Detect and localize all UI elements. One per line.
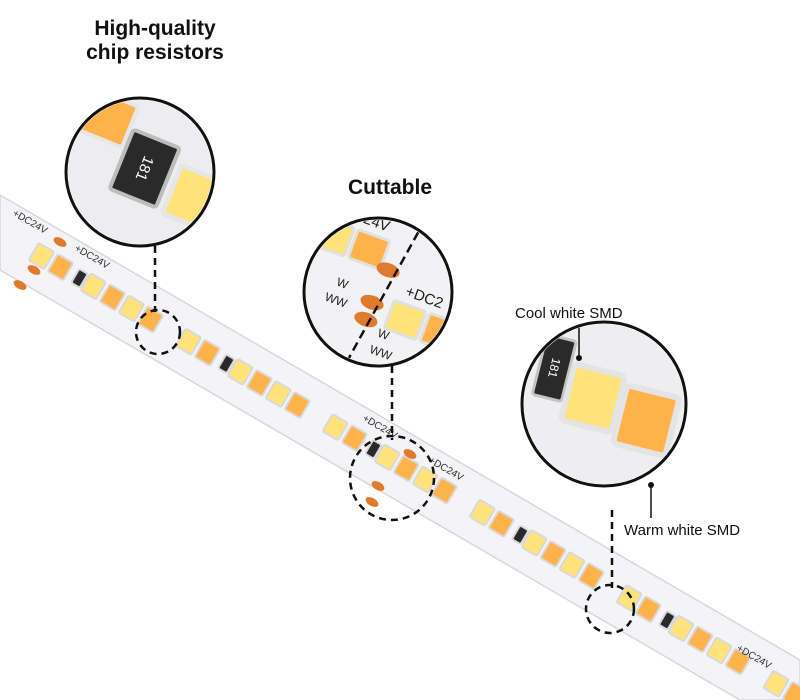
chip-resistors-title: High-quality chip resistors bbox=[70, 17, 240, 65]
strip-led-row bbox=[28, 242, 800, 700]
strip-cool-led bbox=[616, 584, 643, 612]
strip-warm-led bbox=[341, 424, 368, 452]
strip-warm-led bbox=[578, 562, 605, 590]
strip-warm-led bbox=[246, 369, 273, 397]
cuttable-target bbox=[348, 434, 436, 522]
strip-warm-led bbox=[782, 681, 800, 700]
cool-white-label: Cool white SMD bbox=[515, 305, 623, 322]
strip-warm-led bbox=[488, 510, 515, 538]
strip-cool-led bbox=[559, 551, 586, 579]
strip-resistor bbox=[70, 268, 89, 288]
strip-warm-led bbox=[99, 283, 126, 311]
chip-resistor-target bbox=[134, 308, 182, 356]
smd-callout: 181 bbox=[520, 320, 688, 635]
strip-warm-led bbox=[725, 648, 752, 676]
strip-cool-led bbox=[763, 670, 790, 698]
cuttable-callout: W WW W WW DC24V +DC2 bbox=[302, 216, 454, 522]
strip-warm-led bbox=[431, 477, 458, 505]
strip-warm-led bbox=[47, 253, 74, 281]
strip-cool-led bbox=[265, 380, 292, 408]
smd-target bbox=[584, 583, 636, 635]
zoom-cool-led bbox=[558, 361, 628, 435]
strip-resistor bbox=[511, 525, 529, 545]
strip-resistor bbox=[658, 610, 676, 630]
zoom-cool-led bbox=[383, 299, 427, 341]
strip-cool-led bbox=[118, 295, 145, 322]
strip-warm-led bbox=[194, 339, 221, 367]
strip-cool-led bbox=[227, 358, 254, 386]
strip-warm-led bbox=[687, 625, 714, 653]
led-strip: +DC24V +DC24V +DC24V +DC24V +DC24V bbox=[0, 194, 800, 700]
cuttable-title: Cuttable bbox=[348, 176, 432, 199]
strip-resistor bbox=[217, 354, 236, 374]
strip-resistor bbox=[364, 439, 383, 459]
zoom-solder-pad bbox=[354, 311, 378, 328]
zoom-pad-w-label: W bbox=[335, 275, 351, 292]
strip-cool-led bbox=[28, 242, 55, 270]
zoom-pad-w-label: W bbox=[376, 326, 392, 343]
strip-warm-led bbox=[393, 454, 420, 482]
strip-cool-led bbox=[80, 272, 107, 300]
strip-cool-led bbox=[374, 443, 401, 471]
strip-warm-led bbox=[635, 595, 662, 623]
strip-cool-led bbox=[469, 499, 496, 527]
zoom-warm-led bbox=[610, 383, 682, 459]
zoom-cool-led bbox=[160, 163, 212, 236]
zoom-warm-led bbox=[347, 228, 391, 270]
strip-warm-led bbox=[540, 540, 567, 568]
zoom-resistor-code: 181 bbox=[545, 356, 564, 379]
strip-cool-led bbox=[706, 637, 733, 664]
chip-resistors-title-line2: chip resistors bbox=[86, 41, 224, 64]
warm-white-label: Warm white SMD bbox=[624, 522, 741, 539]
strip-solder-pads bbox=[13, 237, 417, 507]
zoom-resistor bbox=[108, 128, 181, 209]
strip-cool-led bbox=[667, 614, 695, 642]
chip-resistors-title-line1: High-quality bbox=[94, 17, 216, 40]
strip-cool-led bbox=[521, 529, 548, 557]
strip-cool-led bbox=[322, 413, 349, 441]
strip-warm-led bbox=[284, 391, 311, 419]
